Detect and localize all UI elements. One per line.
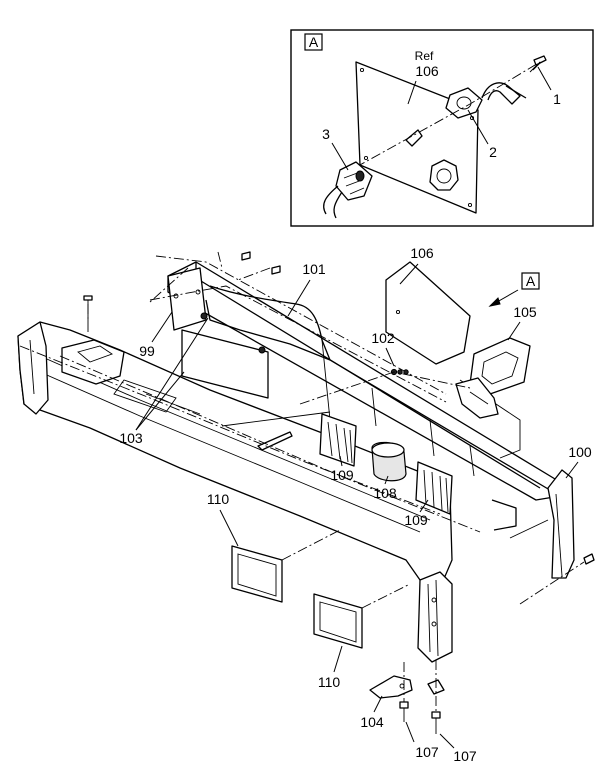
callout-107-left: 107 — [415, 744, 439, 760]
callout-ref: Ref — [415, 49, 434, 63]
callout-102: 102 — [371, 330, 395, 346]
detail-a-box: A Ref 106 1 2 — [290, 29, 594, 227]
dashboard-frame-assembly: A 101 106 99 102 105 103 109 108 100 109… — [17, 245, 595, 761]
detail-connector-3 — [323, 161, 373, 219]
detail-a-tag — [304, 33, 323, 51]
callout-detail-106: 106 — [415, 63, 439, 79]
callout-103: 103 — [119, 430, 143, 446]
detail-a-letter: A — [309, 34, 319, 50]
callout-110-lower: 110 — [318, 674, 341, 690]
end-bracket-100 — [547, 469, 575, 579]
callout-105: 105 — [513, 304, 537, 320]
vent-109-right — [415, 461, 453, 515]
callout-detail-3: 3 — [322, 126, 330, 142]
view-a-letter: A — [526, 273, 536, 289]
detail-plate-106 — [355, 61, 479, 214]
callout-106: 106 — [410, 245, 434, 261]
callout-108: 108 — [373, 485, 397, 501]
callout-109-left: 109 — [330, 467, 354, 483]
callout-detail-1: 1 — [553, 91, 561, 107]
callout-107-right: 107 — [453, 748, 477, 761]
shield-panel-103 — [181, 329, 269, 399]
access-panel-106 — [385, 261, 471, 365]
vent-109-left — [319, 413, 357, 467]
detail-screw-1 — [533, 55, 547, 66]
lens-110-upper — [231, 545, 283, 603]
callout-110-upper: 110 — [207, 491, 230, 507]
callout-104: 104 — [360, 714, 384, 730]
bracket-104 — [369, 675, 413, 699]
callout-100: 100 — [568, 444, 592, 460]
lens-110-lower — [313, 593, 363, 649]
callout-99: 99 — [139, 343, 155, 359]
support-post — [417, 571, 453, 663]
callout-detail-2: 2 — [489, 144, 497, 160]
detail-flange-2 — [445, 87, 483, 119]
callout-101: 101 — [302, 261, 326, 277]
callout-109-right: 109 — [404, 512, 428, 528]
end-plate-99 — [167, 267, 207, 331]
view-a-tag — [521, 272, 540, 290]
